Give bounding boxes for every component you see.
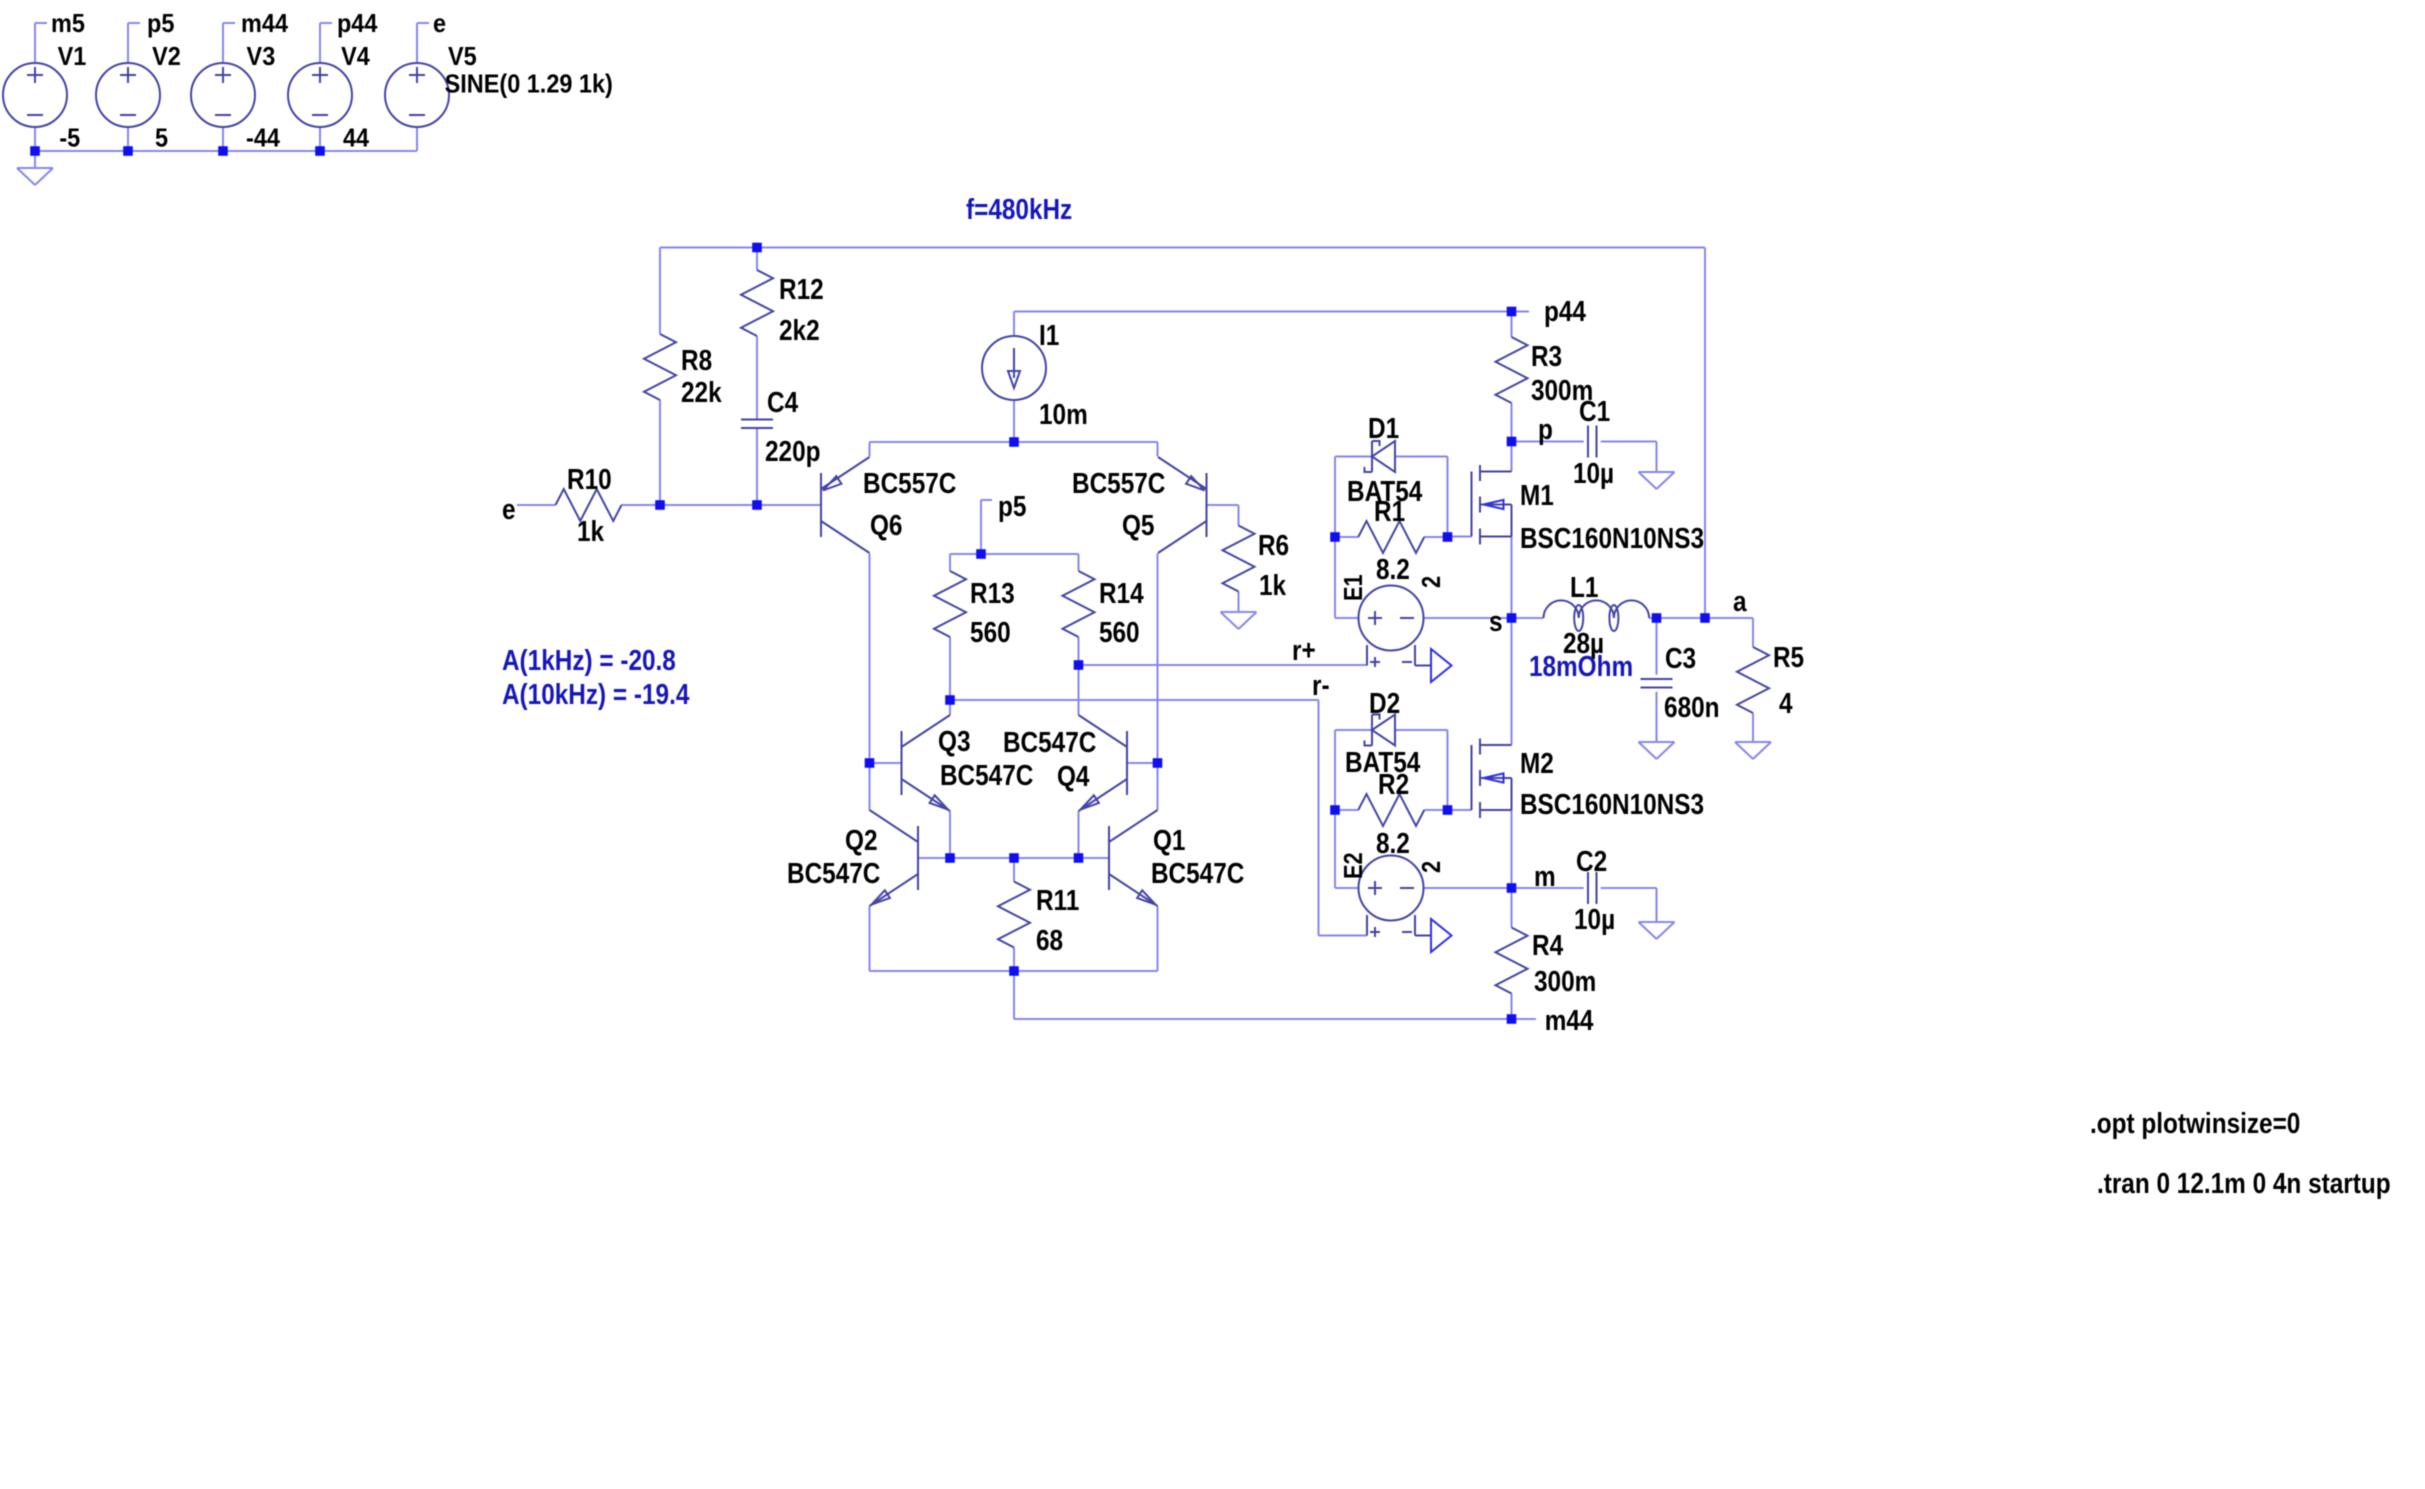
svg-text:p44: p44 — [1544, 295, 1586, 327]
svg-text:Q4: Q4 — [1057, 760, 1090, 792]
svg-text:2k2: 2k2 — [779, 314, 820, 346]
svg-text:2: 2 — [1417, 861, 1446, 873]
svg-text:p: p — [1538, 413, 1553, 445]
svg-text:28µ: 28µ — [1563, 627, 1604, 659]
svg-text:m44: m44 — [241, 10, 288, 38]
svg-text:p5: p5 — [147, 10, 174, 38]
svg-text:f=480kHz: f=480kHz — [966, 193, 1072, 225]
svg-text:Q3: Q3 — [938, 725, 970, 757]
svg-text:L1: L1 — [1570, 571, 1599, 603]
svg-text:BC557C: BC557C — [1072, 467, 1165, 499]
svg-text:C3: C3 — [1665, 642, 1696, 674]
svg-text:r+: r+ — [1292, 634, 1316, 666]
svg-text:10µ: 10µ — [1574, 903, 1615, 935]
svg-text:18mOhm: 18mOhm — [1529, 650, 1633, 682]
svg-text:D2: D2 — [1369, 687, 1400, 719]
svg-text:V3: V3 — [247, 43, 276, 71]
svg-text:Q5: Q5 — [1122, 509, 1155, 541]
svg-text:Q2: Q2 — [845, 824, 877, 856]
svg-text:680n: 680n — [1664, 691, 1720, 723]
svg-text:R4: R4 — [1532, 929, 1563, 961]
svg-text:10µ: 10µ — [1573, 457, 1614, 489]
svg-text:s: s — [1489, 605, 1503, 637]
svg-text:C4: C4 — [767, 386, 798, 418]
svg-text:8.2: 8.2 — [1376, 553, 1410, 585]
svg-text:R10: R10 — [567, 463, 612, 495]
svg-text:1k: 1k — [577, 515, 604, 547]
svg-text:.opt plotwinsize=0: .opt plotwinsize=0 — [2090, 1107, 2300, 1139]
svg-text:r-: r- — [1312, 669, 1330, 701]
svg-text:R12: R12 — [779, 273, 824, 305]
svg-text:E1: E1 — [1339, 574, 1368, 601]
svg-text:p44: p44 — [337, 10, 378, 38]
svg-text:BAT54: BAT54 — [1345, 746, 1420, 778]
svg-text:R5: R5 — [1773, 641, 1804, 673]
svg-text:R2: R2 — [1378, 768, 1409, 800]
svg-text:R3: R3 — [1531, 340, 1562, 372]
svg-text:220p: 220p — [765, 435, 821, 467]
svg-text:D1: D1 — [1368, 412, 1399, 444]
svg-text:C2: C2 — [1576, 845, 1607, 877]
svg-text:4: 4 — [1779, 687, 1793, 719]
svg-text:BC547C: BC547C — [1003, 726, 1096, 758]
svg-text:m: m — [1534, 860, 1556, 892]
svg-text:.tran 0 12.1m 0 4n startup: .tran 0 12.1m 0 4n startup — [2097, 1167, 2391, 1199]
svg-text:I1: I1 — [1039, 319, 1059, 351]
svg-text:22k: 22k — [681, 376, 722, 408]
svg-text:R1: R1 — [1374, 495, 1405, 527]
svg-text:68: 68 — [1036, 924, 1063, 956]
svg-text:C1: C1 — [1579, 395, 1610, 427]
svg-text:2: 2 — [1417, 576, 1446, 588]
svg-text:E2: E2 — [1339, 852, 1368, 879]
svg-text:BC547C: BC547C — [1151, 857, 1244, 889]
svg-text:A(10kHz) = -19.4: A(10kHz) = -19.4 — [502, 678, 690, 710]
svg-text:300m: 300m — [1531, 374, 1593, 406]
svg-text:8.2: 8.2 — [1376, 827, 1410, 859]
svg-text:R13: R13 — [970, 577, 1015, 609]
svg-text:M1: M1 — [1520, 479, 1554, 511]
svg-text:BC557C: BC557C — [863, 467, 956, 499]
svg-text:V2: V2 — [152, 43, 181, 71]
svg-text:e: e — [502, 493, 516, 525]
svg-text:Q1: Q1 — [1153, 824, 1186, 856]
svg-text:5: 5 — [155, 125, 168, 153]
svg-text:44: 44 — [343, 125, 369, 153]
svg-text:Q6: Q6 — [870, 509, 902, 541]
svg-text:560: 560 — [1099, 616, 1140, 648]
svg-text:10m: 10m — [1039, 398, 1088, 430]
svg-text:R14: R14 — [1099, 577, 1144, 609]
svg-text:V1: V1 — [58, 43, 87, 71]
svg-text:560: 560 — [970, 616, 1011, 648]
svg-text:V4: V4 — [341, 43, 370, 71]
svg-text:-44: -44 — [246, 125, 280, 153]
svg-text:-5: -5 — [59, 125, 80, 153]
svg-text:V5: V5 — [448, 43, 477, 71]
svg-text:A(1kHz) = -20.8: A(1kHz) = -20.8 — [502, 644, 676, 676]
svg-text:BC547C: BC547C — [787, 857, 880, 889]
svg-text:m44: m44 — [1545, 1004, 1594, 1036]
svg-text:m5: m5 — [51, 10, 85, 38]
svg-text:300m: 300m — [1534, 965, 1596, 997]
svg-text:1k: 1k — [1259, 569, 1286, 601]
svg-text:R11: R11 — [1036, 884, 1079, 916]
svg-text:SINE(0 1.29 1k): SINE(0 1.29 1k) — [445, 70, 613, 98]
svg-text:BAT54: BAT54 — [1347, 475, 1422, 507]
svg-text:M2: M2 — [1520, 747, 1554, 779]
svg-text:p5: p5 — [998, 490, 1027, 522]
svg-text:R8: R8 — [681, 344, 712, 376]
svg-text:a: a — [1733, 585, 1748, 617]
svg-text:R6: R6 — [1258, 529, 1289, 561]
svg-text:BSC160N10NS3: BSC160N10NS3 — [1520, 522, 1704, 554]
svg-text:BSC160N10NS3: BSC160N10NS3 — [1520, 788, 1704, 820]
svg-text:e: e — [433, 10, 446, 38]
svg-text:BC547C: BC547C — [940, 759, 1033, 791]
